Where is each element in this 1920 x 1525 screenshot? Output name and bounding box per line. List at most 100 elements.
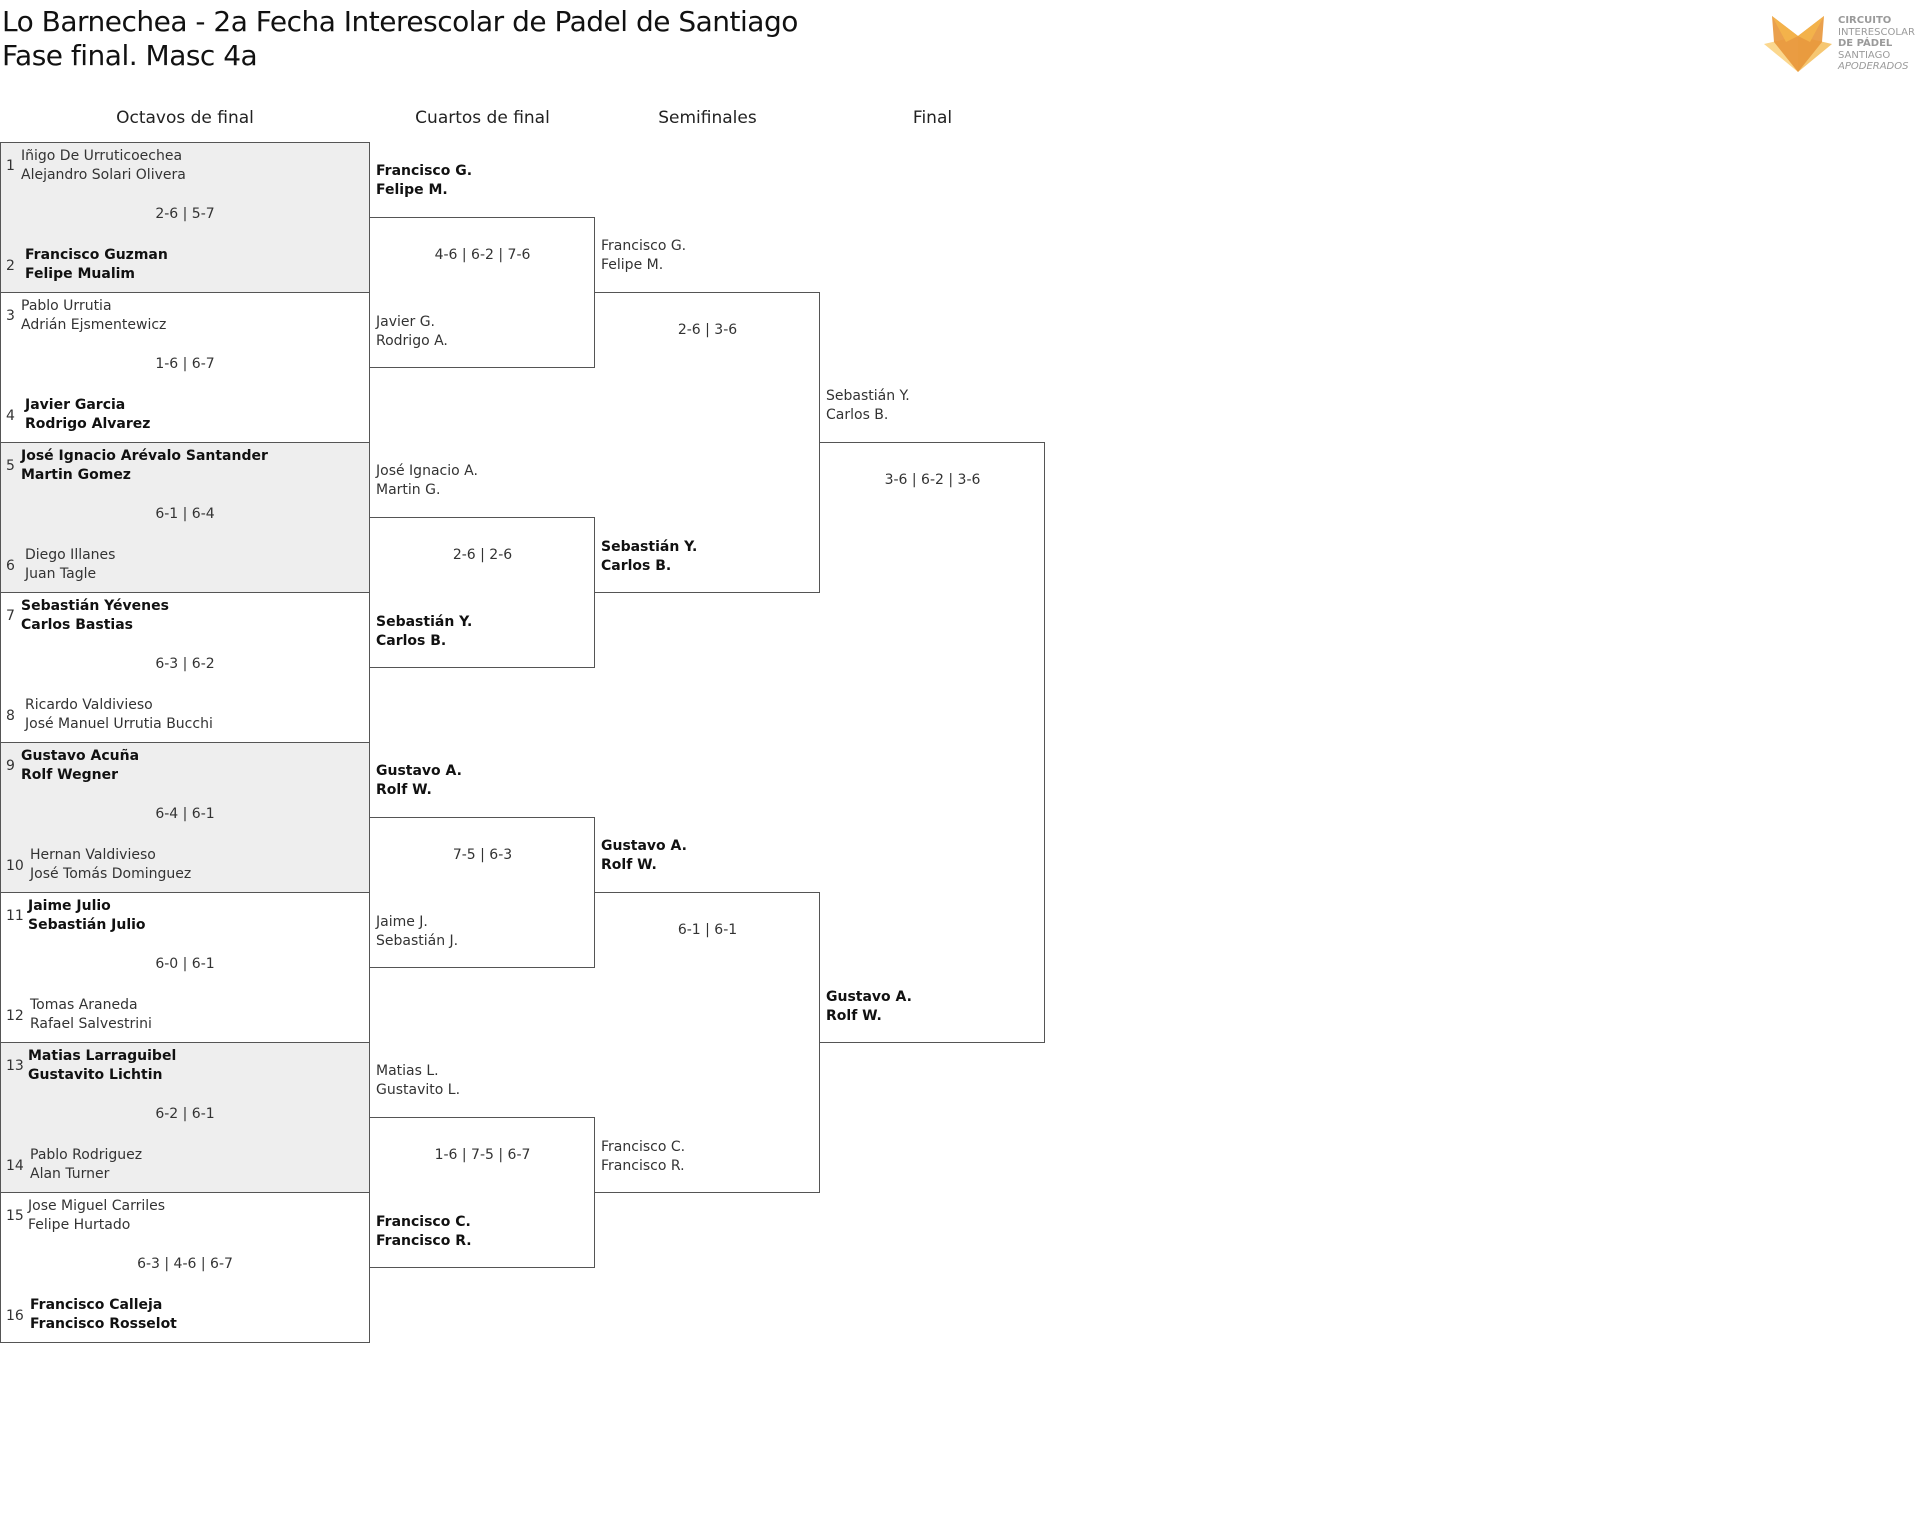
- team-player2: Juan Tagle: [25, 566, 97, 582]
- seed-number: 3: [6, 308, 15, 324]
- match-box-octavos: [0, 442, 370, 593]
- fox-logo-icon: [1764, 16, 1832, 72]
- team-qf-player2: Rolf W.: [376, 782, 432, 798]
- team-player2: Rolf Wegner: [21, 767, 118, 783]
- team-player2: Gustavito Lichtin: [28, 1067, 163, 1083]
- round-header-semifinales: Semifinales: [658, 108, 757, 128]
- team-qf-player2: Rodrigo A.: [376, 333, 448, 349]
- team-final-player2: Carlos B.: [826, 407, 889, 423]
- team-sf-player2: Felipe M.: [601, 257, 664, 273]
- team-player1: Jose Miguel Carriles: [28, 1198, 166, 1214]
- team-sf-player1: Francisco G.: [601, 238, 687, 254]
- seed-number: 10: [6, 858, 24, 874]
- match-score: 6-3 | 6-2: [155, 656, 215, 672]
- team-player1: Matias Larraguibel: [28, 1048, 177, 1064]
- match-score: 6-4 | 6-1: [155, 806, 215, 822]
- logo-line: DE PÁDEL: [1838, 38, 1893, 49]
- logo-line: APODERADOS: [1838, 61, 1909, 72]
- team-final-player2: Rolf W.: [826, 1008, 882, 1024]
- team-sf-player1: Sebastián Y.: [601, 539, 698, 555]
- team-qf-player1: Gustavo A.: [376, 763, 462, 779]
- seed-number: 8: [6, 708, 15, 724]
- team-qf-player1: Francisco G.: [376, 163, 473, 179]
- match-score: 1-6 | 7-5 | 6-7: [434, 1147, 531, 1163]
- team-player1: Pablo Urrutia: [21, 298, 112, 314]
- team-player1: Tomas Araneda: [30, 997, 138, 1013]
- seed-number: 14: [6, 1158, 24, 1174]
- team-player1: Iñigo De Urruticoechea: [21, 148, 183, 164]
- logo-text: CIRCUITO INTERESCOLAR DE PÁDEL SANTIAGO …: [1838, 15, 1915, 73]
- team-player2: José Manuel Urrutia Bucchi: [25, 716, 213, 732]
- logo-line: CIRCUITO: [1838, 15, 1892, 26]
- match-box-sf: [595, 292, 820, 593]
- match-box-final: [820, 442, 1045, 1043]
- match-box-qf: [370, 217, 595, 368]
- team-player2: Rafael Salvestrini: [30, 1016, 152, 1032]
- match-score: 2-6 | 5-7: [155, 206, 215, 222]
- team-player1: Sebastián Yévenes: [21, 598, 169, 614]
- seed-number: 13: [6, 1058, 24, 1074]
- match-score: 6-1 | 6-1: [677, 922, 738, 938]
- match-score: 4-6 | 6-2 | 7-6: [434, 247, 531, 263]
- team-qf-player2: Felipe M.: [376, 182, 448, 198]
- team-player2: José Tomás Dominguez: [30, 866, 192, 882]
- team-qf-player2: Martin G.: [376, 482, 441, 498]
- match-box-qf: [370, 817, 595, 968]
- team-sf-player1: Francisco C.: [601, 1139, 686, 1155]
- team-player2: Rodrigo Alvarez: [25, 416, 151, 432]
- seed-number: 4: [6, 408, 15, 424]
- team-player2: Alan Turner: [30, 1166, 110, 1182]
- page-subtitle: Fase final. Masc 4a: [2, 39, 258, 72]
- team-player2: Alejandro Solari Olivera: [21, 167, 186, 183]
- team-player2: Sebastián Julio: [28, 917, 146, 933]
- team-qf-player2: Sebastián J.: [376, 933, 459, 949]
- logo-line: INTERESCOLAR: [1838, 26, 1915, 38]
- seed-number: 11: [6, 908, 24, 924]
- team-player1: Diego Illanes: [25, 547, 116, 563]
- team-qf-player1: Sebastián Y.: [376, 614, 473, 630]
- seed-number: 12: [6, 1008, 24, 1024]
- seed-number: 1: [6, 158, 15, 174]
- team-player2: Felipe Mualim: [25, 266, 136, 282]
- seed-number: 9: [6, 758, 15, 774]
- team-sf-player1: Gustavo A.: [601, 838, 687, 854]
- match-box-octavos: [0, 742, 370, 893]
- match-score: 6-3 | 4-6 | 6-7: [137, 1256, 233, 1272]
- team-qf-player2: Carlos B.: [376, 633, 447, 649]
- match-score: 6-2 | 6-1: [155, 1106, 215, 1122]
- match-box-qf: [370, 1117, 595, 1268]
- team-player2: Francisco Rosselot: [30, 1316, 177, 1332]
- seed-number: 7: [6, 608, 15, 624]
- round-header-cuartos: Cuartos de final: [415, 108, 550, 128]
- seed-number: 15: [6, 1208, 24, 1224]
- match-score: 3-6 | 6-2 | 3-6: [884, 472, 981, 488]
- match-box-octavos: [0, 142, 370, 293]
- match-score: 2-6 | 3-6: [677, 322, 738, 338]
- circuit-logo: CIRCUITO INTERESCOLAR DE PÁDEL SANTIAGO …: [1762, 12, 1920, 80]
- logo-line: SANTIAGO: [1838, 49, 1891, 61]
- round-header-octavos: Octavos de final: [116, 108, 254, 128]
- seed-number: 2: [6, 258, 15, 274]
- page-title: Lo Barnechea - 2a Fecha Interescolar de …: [2, 5, 798, 38]
- team-player2: Adrián Ejsmentewicz: [21, 317, 167, 333]
- round-header-final: Final: [912, 108, 953, 128]
- match-score: 1-6 | 6-7: [155, 356, 215, 372]
- team-sf-player2: Carlos B.: [601, 558, 672, 574]
- team-final-player1: Gustavo A.: [826, 989, 912, 1005]
- match-box-qf: [370, 517, 595, 668]
- team-player1: Javier Garcia: [25, 397, 126, 413]
- team-player1: Francisco Guzman: [25, 247, 168, 263]
- team-final-player1: Sebastián Y.: [826, 388, 910, 404]
- team-player2: Felipe Hurtado: [28, 1217, 131, 1233]
- match-box-octavos: [0, 1192, 370, 1343]
- team-qf-player1: Francisco C.: [376, 1214, 471, 1230]
- team-qf-player1: Jaime J.: [376, 914, 428, 930]
- team-qf-player1: Matias L.: [376, 1063, 439, 1079]
- team-player1: Hernan Valdivieso: [30, 847, 156, 863]
- team-player1: Pablo Rodriguez: [30, 1147, 143, 1163]
- team-player1: José Ignacio Arévalo Santander: [21, 448, 268, 464]
- seed-number: 16: [6, 1308, 24, 1324]
- team-player1: Jaime Julio: [28, 898, 111, 914]
- seed-number: 6: [6, 558, 15, 574]
- match-score: 2-6 | 2-6: [452, 547, 513, 563]
